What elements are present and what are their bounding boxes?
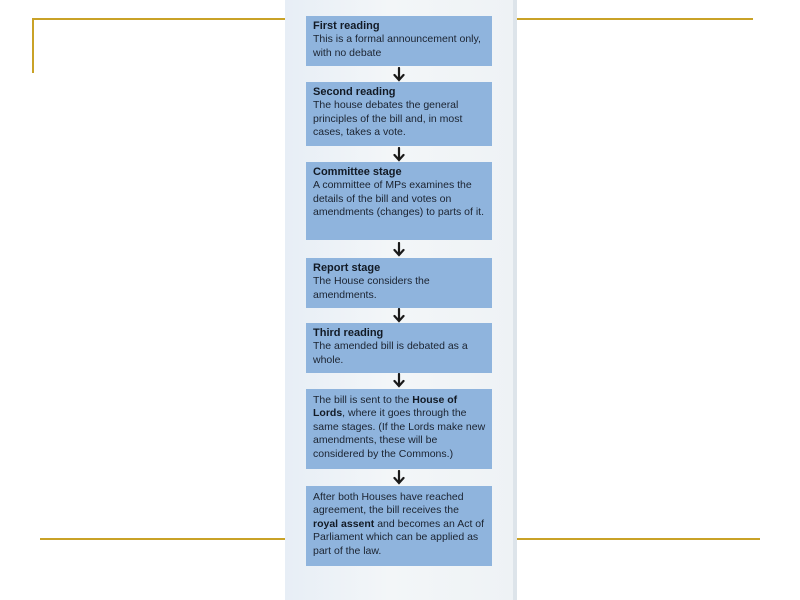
decorative-line-top-left [32,18,288,20]
stage-second-reading: Second reading The house debates the gen… [306,82,492,146]
stage-text: A committee of MPs examines the details … [313,179,484,219]
stage-highlight: House of Lords [313,394,458,420]
down-arrow-icon [392,67,406,82]
stage-report: Report stage The House considers the ame… [306,258,492,308]
stage-title: Second reading [313,86,396,98]
stage-title: Third reading [313,327,384,339]
decorative-line-bottom-left [40,538,288,540]
stage-title: Report stage [313,262,381,274]
stage-third-reading: Third reading The amended bill is debate… [306,323,492,373]
stage-text: and becomes an Act of Parliament which c… [313,517,485,557]
scanned-page: First reading This is a formal announcem… [285,0,517,600]
down-arrow-icon [392,308,406,323]
stage-royal-assent: After both Houses have reached agreement… [306,486,492,566]
stage-text: This is a formal announcement only, with… [313,33,481,59]
stage-text: After both Houses have reached agreement… [313,491,464,517]
stage-text: , where it goes through the same stages.… [313,407,486,460]
stage-highlight: royal assent [313,517,375,530]
stage-text: The amended bill is debated as a whole. [313,340,468,366]
down-arrow-icon [392,373,406,388]
down-arrow-icon [392,470,406,485]
down-arrow-icon [392,242,406,257]
stage-committee: Committee stage A committee of MPs exami… [306,162,492,240]
decorative-line-bottom-right [517,538,760,540]
stage-text: The House considers the amendments. [313,275,430,301]
stage-text: The house debates the general principles… [313,99,463,139]
stage-title: First reading [313,20,380,32]
stage-text: The bill is sent to the [313,394,410,406]
down-arrow-icon [392,147,406,162]
decorative-line-top-right [517,18,753,20]
stage-first-reading: First reading This is a formal announcem… [306,16,492,66]
stage-house-of-lords: The bill is sent to the House of Lords, … [306,389,492,469]
decorative-line-left-vertical [32,18,34,73]
stage-title: Committee stage [313,166,402,178]
